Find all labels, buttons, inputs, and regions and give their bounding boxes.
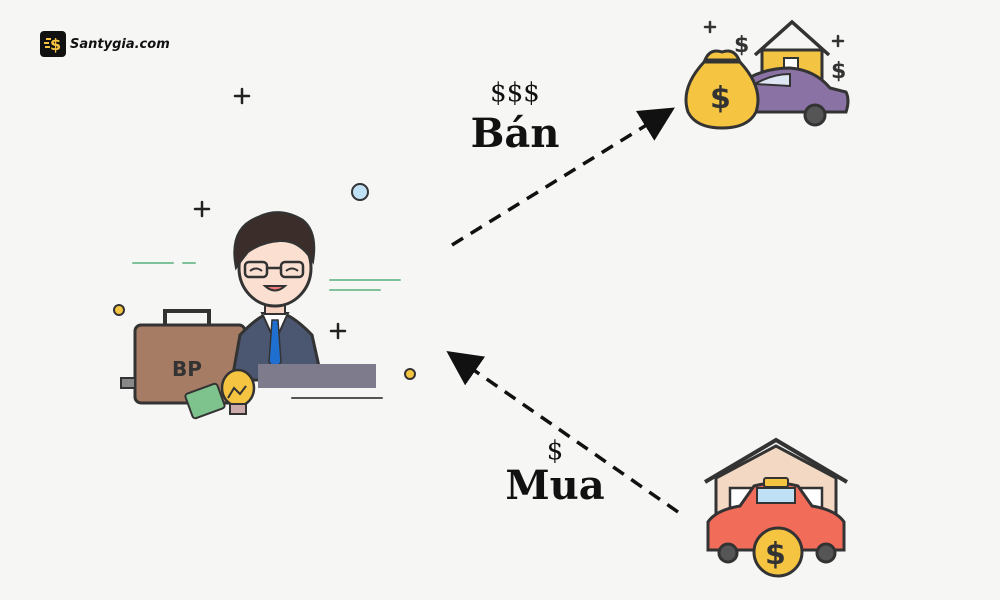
sell-price-symbol: $$$ bbox=[490, 78, 540, 108]
dollar-icon: $ bbox=[831, 59, 846, 84]
garage-car-illustration: $ bbox=[703, 437, 849, 578]
svg-text:$: $ bbox=[50, 35, 61, 54]
briefcase-text: BP bbox=[172, 357, 202, 381]
plus-icon bbox=[703, 20, 845, 48]
sparkle-decor bbox=[193, 87, 347, 340]
businessman-illustration: BP bbox=[120, 211, 376, 420]
buy-price-symbol: $ bbox=[546, 436, 564, 466]
dollar-icon: $ bbox=[40, 31, 66, 57]
buy-arrow bbox=[446, 351, 679, 514]
dot-decor bbox=[113, 183, 416, 380]
svg-text:$: $ bbox=[765, 537, 786, 572]
wealth-illustration: $ $ $ bbox=[684, 19, 850, 130]
buy-label: Mua bbox=[505, 462, 605, 509]
svg-text:$: $ bbox=[710, 81, 731, 116]
sell-label: Bán bbox=[470, 110, 560, 157]
coin-icon: $ bbox=[752, 526, 804, 578]
redacted-bar bbox=[258, 364, 376, 388]
tie-icon bbox=[268, 319, 282, 372]
car-icon bbox=[706, 477, 846, 564]
logo-text: Santygia.com bbox=[70, 36, 170, 52]
sell-arrow bbox=[451, 107, 675, 247]
car-icon bbox=[736, 66, 850, 127]
site-logo[interactable]: $ Santygia.com bbox=[40, 30, 170, 58]
ticket-icon bbox=[184, 382, 226, 420]
dollar-icon: $ bbox=[734, 33, 749, 58]
motion-lines bbox=[132, 262, 401, 399]
money-bag-icon: $ bbox=[684, 49, 760, 130]
lightbulb-icon bbox=[220, 368, 256, 415]
